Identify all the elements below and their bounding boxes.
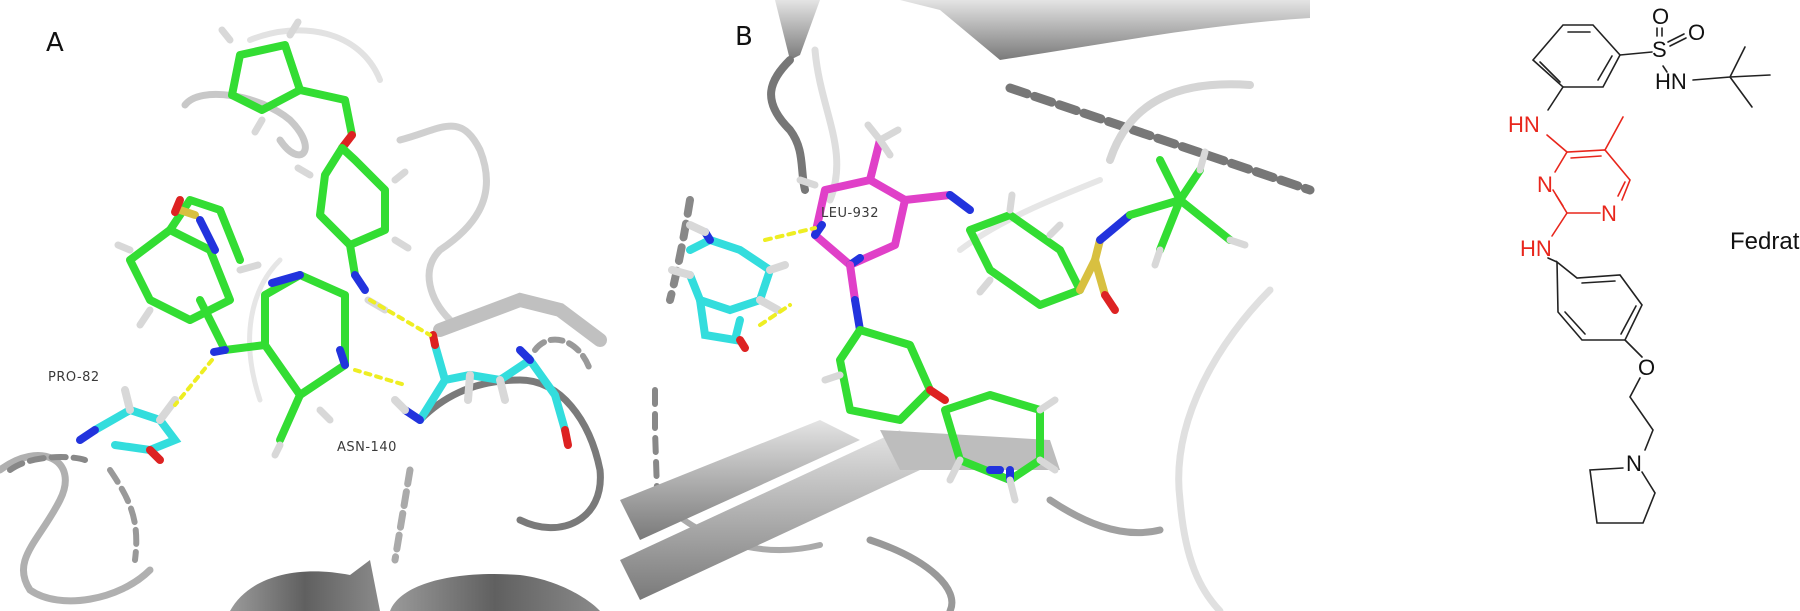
panel-b-hydrogens	[796, 121, 1249, 504]
panel-b-sheets	[620, 420, 1060, 600]
panel-b-residue-leu932	[668, 221, 789, 352]
atom-s: S	[1652, 37, 1667, 62]
panel-a-label: A	[46, 28, 64, 58]
panel-b-hbonds	[758, 226, 817, 327]
panel-a-ligand	[126, 41, 389, 444]
panel-a-residue-asn140	[391, 331, 572, 449]
panel-b-label: B	[735, 22, 753, 52]
residue-label-asn140: ASN-140	[337, 440, 397, 455]
atom-n1: N	[1601, 201, 1617, 226]
panel-b-ligand	[811, 136, 1234, 484]
panel-a-protein-ribbons	[0, 27, 607, 605]
compound-name: Fedratinib	[1730, 228, 1800, 255]
atom-o1: O	[1652, 4, 1670, 29]
panel-a-helices	[230, 560, 600, 611]
atom-o-ether: O	[1638, 355, 1656, 380]
atom-hn-bottom: HN	[1520, 236, 1552, 261]
atom-hn-sulfonamide: HN	[1655, 69, 1687, 94]
residue-label-leu932: LEU-932	[821, 206, 879, 221]
atom-hn-top: HN	[1508, 112, 1540, 137]
panel-a-hbonds	[173, 298, 432, 407]
atom-o2: O	[1688, 20, 1706, 45]
residue-label-pro82: PRO-82	[48, 370, 100, 385]
atom-n-pyrrolidine: N	[1626, 451, 1642, 476]
fedratinib-structure	[1531, 24, 1771, 524]
panel-a-residue-pro82	[76, 386, 182, 464]
atom-n3: N	[1537, 172, 1553, 197]
